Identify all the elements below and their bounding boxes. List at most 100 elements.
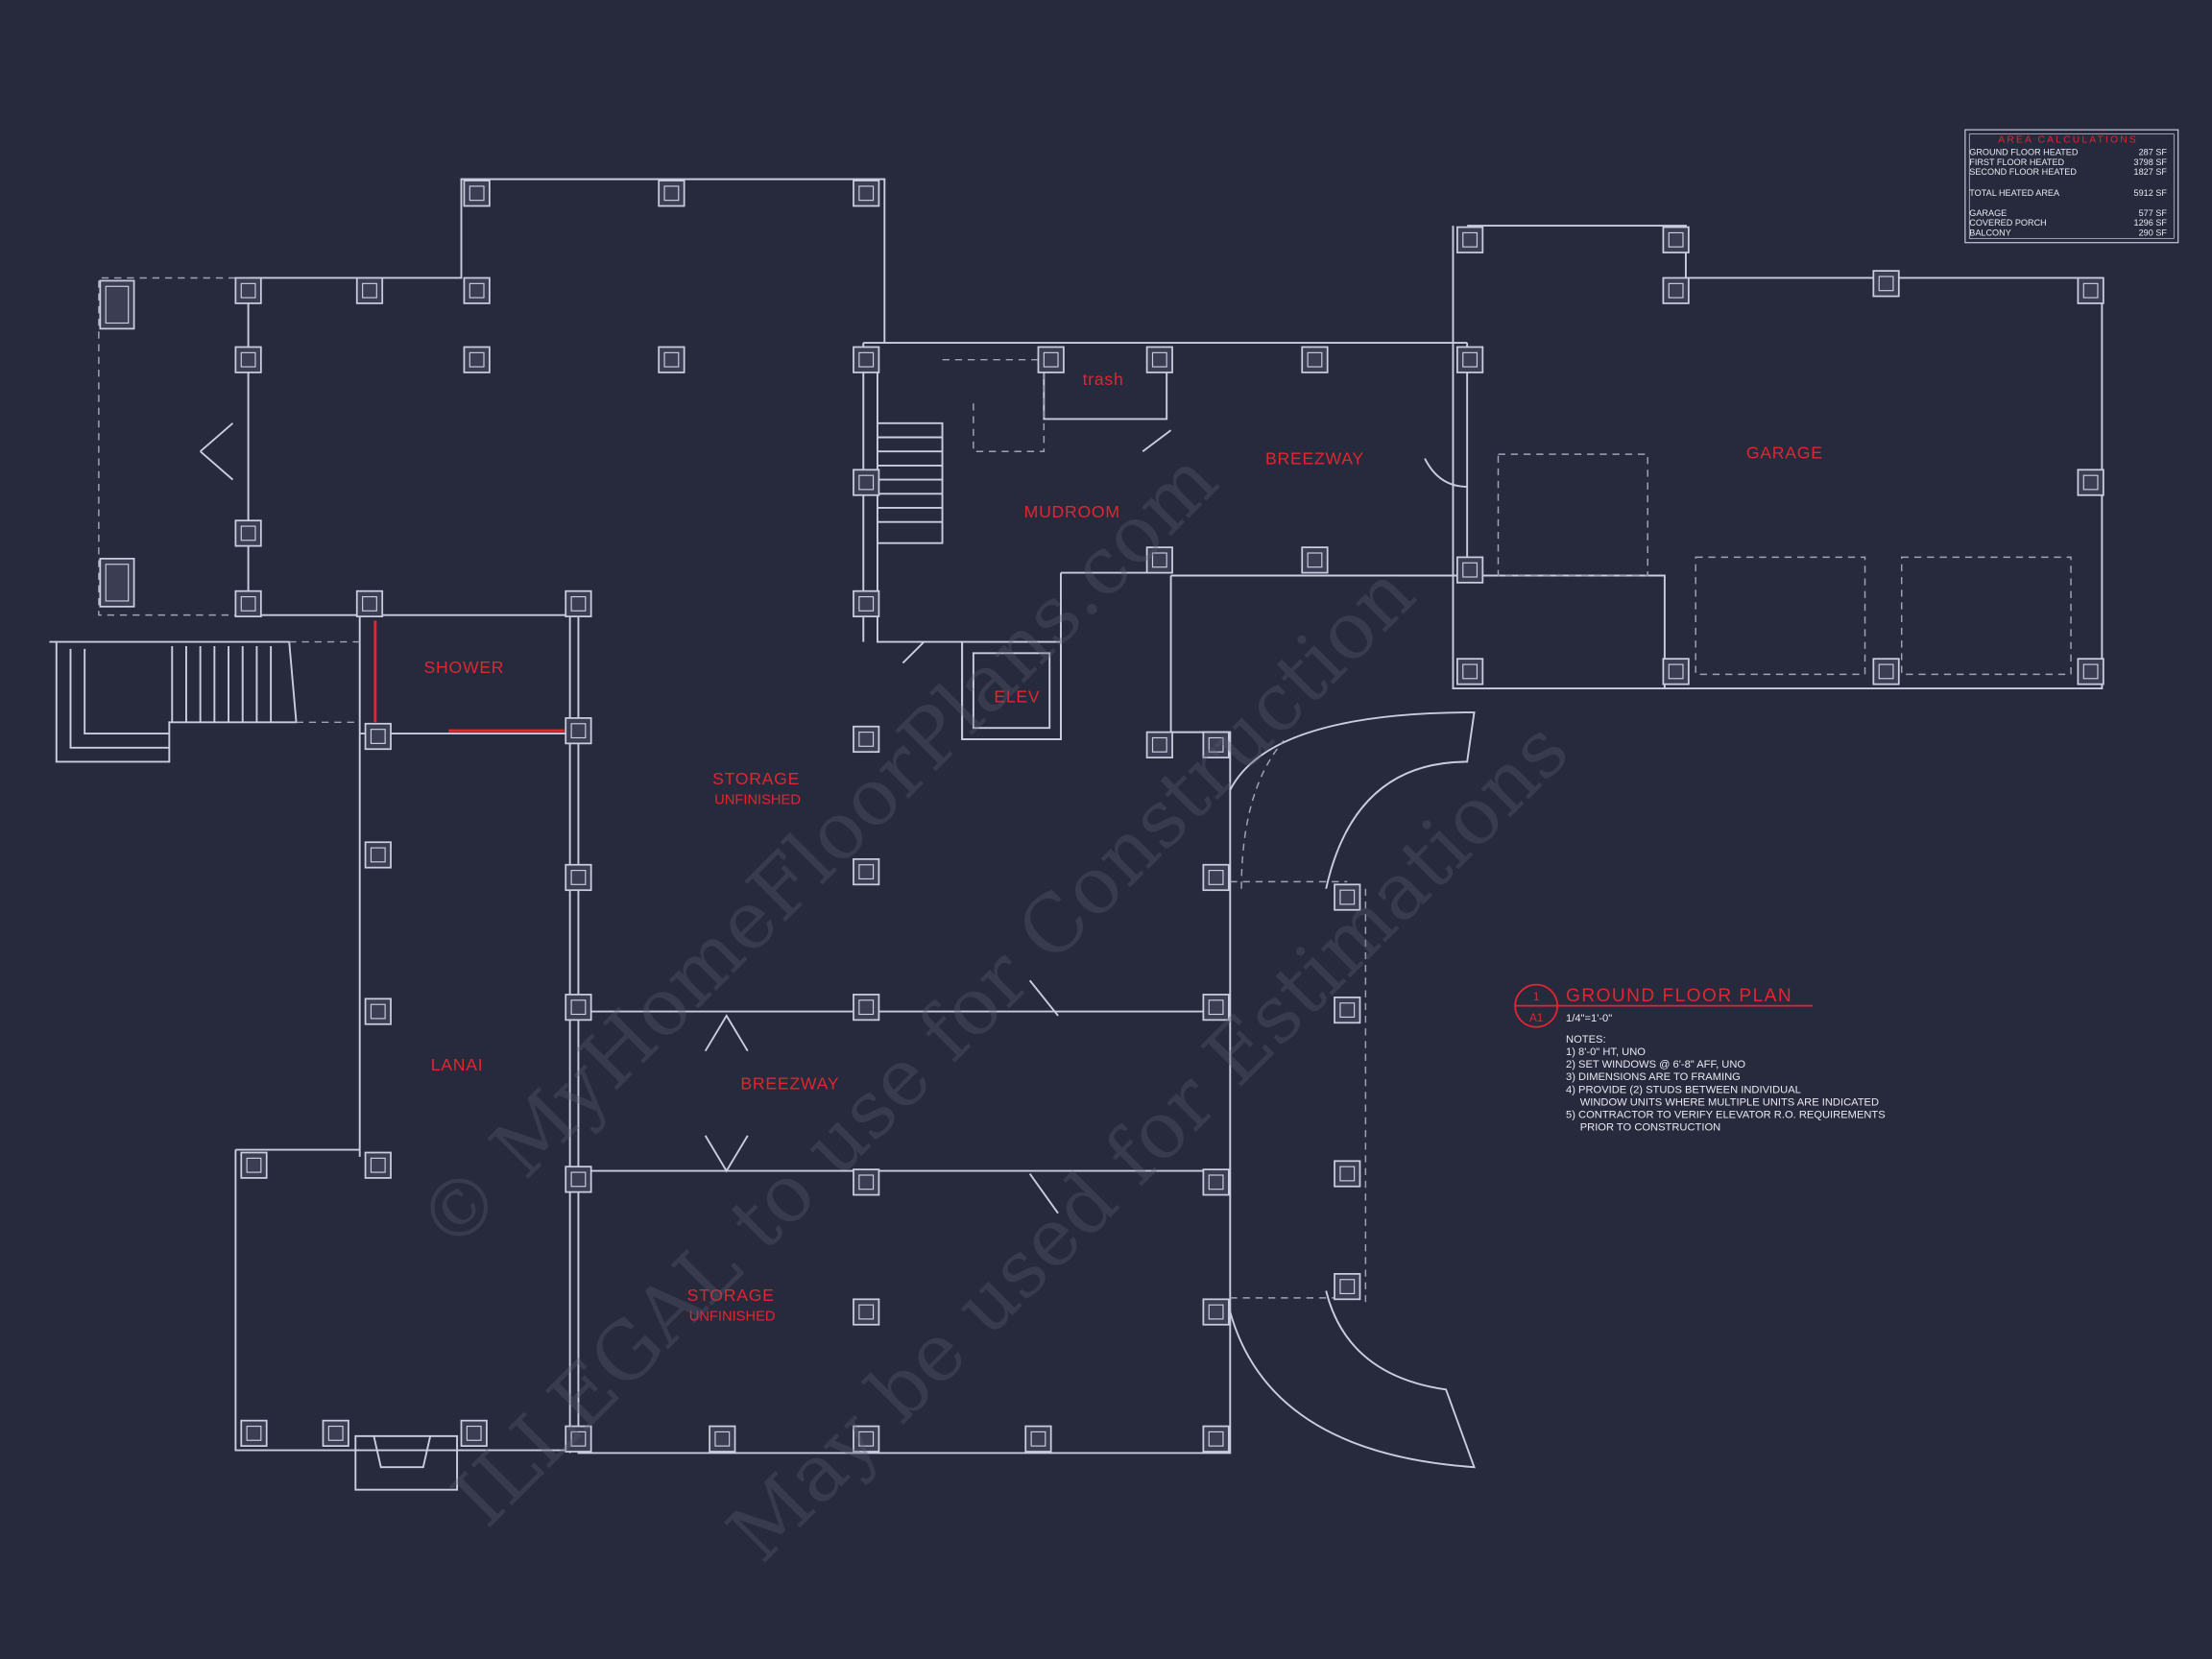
column: [240, 1151, 268, 1179]
column: [2077, 469, 2104, 496]
column: [1202, 1168, 1230, 1196]
column-core: [1462, 663, 1479, 680]
column-core: [570, 1431, 587, 1447]
column-core: [570, 595, 587, 612]
note-line: 5) CONTRACTOR TO VERIFY ELEVATOR R.O. RE…: [1566, 1109, 1886, 1120]
column-core: [1462, 562, 1479, 578]
column-core: [105, 285, 130, 325]
column-core: [2082, 282, 2099, 299]
column-core: [1208, 1431, 1224, 1447]
area-row-label: FIRST FLOOR HEATED: [1969, 157, 2064, 167]
column: [853, 469, 880, 496]
bubble-number: 1: [1533, 991, 1540, 1003]
column: [234, 519, 262, 547]
column: [1202, 1298, 1230, 1326]
column: [853, 1168, 880, 1196]
column: [322, 1419, 349, 1448]
note-line: PRIOR TO CONSTRUCTION: [1580, 1122, 1721, 1134]
column: [1334, 996, 1361, 1024]
column: [364, 998, 392, 1025]
column-core: [858, 1304, 875, 1320]
area-row-value: 3798 SF: [2134, 157, 2168, 167]
column-core: [1339, 1002, 1356, 1019]
area-row-label: SECOND FLOOR HEATED: [1969, 167, 2077, 177]
column: [1301, 546, 1329, 574]
column-core: [1668, 663, 1684, 680]
column: [853, 725, 880, 754]
column: [2077, 276, 2104, 304]
column-core: [2082, 663, 2099, 680]
column: [1334, 883, 1361, 911]
area-row-value: 5912 SF: [2134, 188, 2168, 198]
column: [853, 1298, 880, 1326]
column-core: [663, 185, 680, 202]
column-core: [1208, 736, 1224, 753]
room-label-garage: GARAGE: [1746, 444, 1823, 463]
column-core: [570, 723, 587, 739]
column-core: [570, 1171, 587, 1188]
note-line: 4) PROVIDE (2) STUDS BETWEEN INDIVIDUAL: [1566, 1084, 1801, 1095]
column: [1301, 346, 1329, 373]
column: [565, 1166, 592, 1193]
column-core: [858, 999, 875, 1016]
column: [364, 841, 392, 869]
column: [99, 557, 135, 608]
column-core: [240, 595, 256, 612]
room-label-breezway-mid: BREEZWAY: [740, 1073, 839, 1093]
column: [853, 1425, 880, 1453]
column: [240, 1419, 268, 1448]
room-label-trash: trash: [1083, 370, 1124, 389]
column-core: [858, 864, 875, 880]
column-core: [246, 1157, 262, 1173]
column-core: [469, 282, 485, 299]
column: [1037, 346, 1065, 373]
column-core: [1339, 889, 1356, 905]
column: [1202, 994, 1230, 1022]
column-core: [246, 1425, 262, 1441]
column: [658, 180, 685, 207]
room-label-breezway-top: BREEZWAY: [1265, 448, 1364, 468]
column-core: [1208, 1174, 1224, 1190]
column: [1872, 658, 1900, 685]
plan-title-block: 1 A1 GROUND FLOOR PLAN 1/4"=1'-0" NOTES:…: [1514, 983, 1886, 1134]
column-core: [1878, 663, 1894, 680]
column-core: [858, 474, 875, 491]
area-row-value: 577 SF: [2139, 208, 2168, 218]
column-core: [714, 1431, 731, 1447]
column: [1202, 731, 1230, 758]
column: [853, 994, 880, 1022]
column-core: [1208, 999, 1224, 1016]
area-row-label: GARAGE: [1969, 208, 2007, 218]
room-label-storage-top-sub: UNFINISHED: [714, 793, 801, 808]
column: [234, 276, 262, 304]
column: [565, 589, 592, 618]
column-core: [858, 1431, 875, 1447]
column-core: [240, 351, 256, 368]
column: [853, 857, 880, 886]
area-row-value: 287 SF: [2139, 148, 2168, 157]
column: [565, 863, 592, 892]
column-core: [570, 870, 587, 885]
column: [1202, 863, 1230, 892]
column: [234, 346, 262, 373]
column-core: [105, 564, 130, 602]
column: [853, 180, 880, 207]
column-core: [1030, 1431, 1046, 1447]
column-core: [1208, 870, 1224, 885]
column: [853, 346, 880, 373]
column-core: [1151, 736, 1167, 753]
column-core: [1043, 351, 1059, 368]
column-core: [858, 185, 875, 202]
column-core: [1462, 231, 1479, 248]
column: [1455, 346, 1484, 373]
column: [99, 279, 135, 330]
column-core: [370, 847, 386, 863]
note-line: WINDOW UNITS WHERE MULTIPLE UNITS ARE IN…: [1580, 1096, 1879, 1108]
room-label-mudroom: MUDROOM: [1024, 502, 1120, 521]
column-core: [1668, 282, 1684, 299]
column: [1455, 658, 1484, 685]
area-row-label: COVERED PORCH: [1969, 218, 2046, 228]
column-core: [1339, 1166, 1356, 1182]
column-core: [1307, 351, 1323, 368]
